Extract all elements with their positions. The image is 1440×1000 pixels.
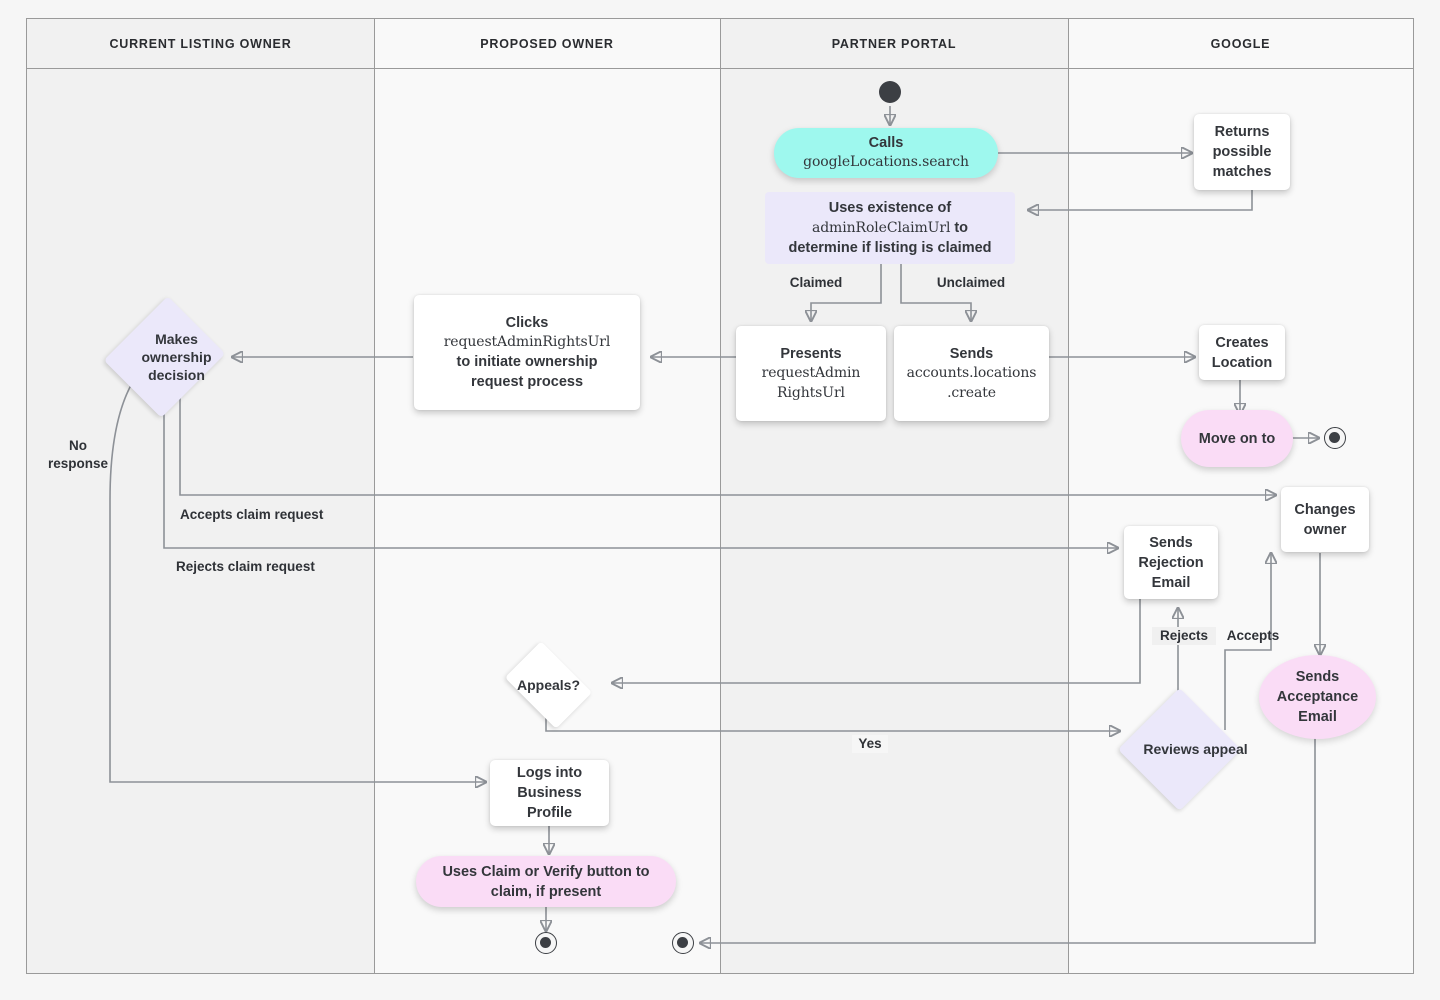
node-sends-acceptance-label: Sends Acceptance Email [1276, 669, 1359, 725]
node-appeals-decision[interactable]: Appeals? [492, 641, 605, 729]
end-node-claim [535, 932, 557, 954]
node-sendscreate-line2: accounts.locations [906, 365, 1037, 382]
node-calls-google-locations-search[interactable]: Calls googleLocations.search [774, 128, 998, 178]
node-creates-location-label: Creates Location [1211, 334, 1273, 371]
node-returns-label: Returns possible matches [1212, 124, 1272, 180]
edge-label-accepts: Accepts [1226, 628, 1280, 643]
end-node-appeal [672, 932, 694, 954]
node-uses-line2-wrap: adminRoleClaimUrl to [812, 218, 968, 238]
node-sendscreate-line3: .create [947, 384, 996, 401]
edge-label-no-response: No response [47, 438, 109, 472]
node-claim-verify-label: Uses Claim or Verify button to claim, if… [442, 863, 650, 900]
node-clicks-line1: Clicks [505, 314, 549, 331]
edge-label-accepts-claim-request: Accepts claim request [180, 507, 324, 522]
node-clicks-line3: to initiate ownership [456, 354, 598, 371]
edge-label-rejects: Rejects [1152, 627, 1216, 646]
edge-label-unclaimed: Unclaimed [936, 275, 1006, 290]
lane-divider-1 [374, 19, 375, 973]
lane-divider-2 [720, 19, 721, 973]
node-makes-decision-label: Makes ownership decision [141, 330, 212, 384]
node-sends-accounts-locations-create[interactable]: Sends accounts.locations .create [894, 326, 1049, 421]
node-uses-line2-tail: to [950, 219, 969, 236]
edge-label-yes: Yes [852, 735, 888, 754]
node-sendscreate-line1: Sends [949, 346, 994, 363]
node-move-on-to-label: Move on to [1198, 430, 1276, 447]
node-clicks-line2: requestAdminRightsUrl [443, 333, 611, 350]
node-appeals-label: Appeals? [516, 676, 580, 693]
lane-title-current-listing-owner: CURRENT LISTING OWNER [109, 36, 292, 51]
node-logs-in-label: Logs into Business Profile [516, 765, 583, 821]
node-presents-line2: requestAdmin [761, 365, 861, 382]
node-sends-acceptance-email[interactable]: Sends Acceptance Email [1259, 655, 1376, 739]
edge-label-rejects-claim-request: Rejects claim request [176, 559, 315, 574]
end-node-move-on [1324, 427, 1346, 449]
lane-title-proposed-owner: PROPOSED OWNER [480, 36, 614, 51]
node-calls-line2: googleLocations.search [803, 154, 969, 171]
node-clicks-line4: request process [470, 374, 584, 391]
node-changes-owner[interactable]: Changes owner [1281, 487, 1369, 552]
lane-divider-3 [1068, 19, 1069, 973]
node-returns-possible-matches[interactable]: Returns possible matches [1194, 114, 1290, 190]
node-move-on-to[interactable]: Move on to [1181, 410, 1293, 467]
node-sends-rejection-email[interactable]: Sends Rejection Email [1124, 526, 1218, 599]
lane-title-partner-portal: PARTNER PORTAL [831, 36, 957, 51]
node-changes-owner-label: Changes owner [1294, 501, 1356, 538]
node-presents-request-admin-rights-url[interactable]: Presents requestAdmin RightsUrl [736, 326, 886, 421]
node-reviews-appeal-label: Reviews appeal [1143, 741, 1248, 758]
edge-label-claimed: Claimed [789, 275, 843, 290]
node-makes-ownership-decision[interactable]: Makes ownership decision [103, 293, 226, 421]
node-uses-claim-or-verify-button[interactable]: Uses Claim or Verify button to claim, if… [416, 856, 676, 907]
lane-body-current-listing-owner [27, 19, 374, 973]
node-logs-into-business-profile[interactable]: Logs into Business Profile [490, 760, 609, 826]
node-clicks-request-admin-rights-url[interactable]: Clicks requestAdminRightsUrl to initiate… [414, 295, 640, 410]
node-uses-line1: Uses existence of [828, 199, 952, 216]
node-sends-rejection-label: Sends Rejection Email [1138, 534, 1204, 591]
node-presents-line1: Presents [780, 346, 842, 363]
lane-body-proposed-owner [374, 19, 720, 973]
node-calls-line1: Calls [868, 135, 904, 152]
node-reviews-appeal[interactable]: Reviews appeal [1118, 688, 1248, 811]
node-creates-location[interactable]: Creates Location [1199, 325, 1285, 380]
node-uses-existence-of-admin-role-claim-url[interactable]: Uses existence of adminRoleClaimUrl to d… [765, 192, 1015, 264]
lane-title-google: GOOGLE [1210, 36, 1271, 51]
node-uses-line3: determine if listing is claimed [788, 240, 992, 257]
node-presents-line3: RightsUrl [777, 384, 845, 401]
start-node [879, 81, 901, 103]
node-uses-code: adminRoleClaimUrl [811, 219, 951, 236]
